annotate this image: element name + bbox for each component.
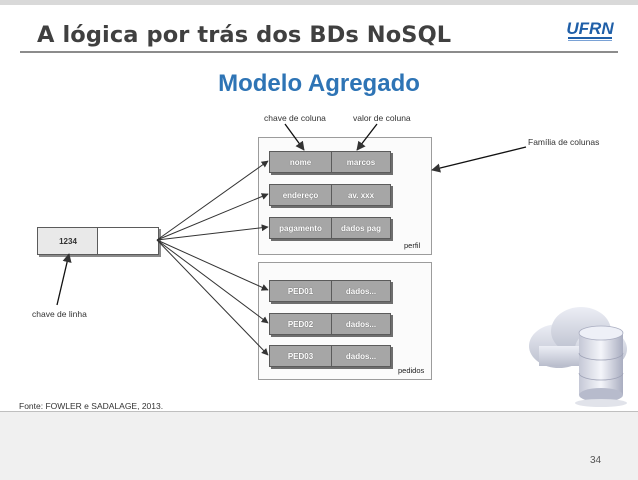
footer-band	[0, 411, 638, 480]
slide-subtitle: Modelo Agregado	[218, 70, 420, 97]
logo-text: UFRN	[566, 19, 614, 38]
row-key-pointer	[56, 253, 72, 306]
column-value-annotation: valor de coluna	[353, 113, 411, 123]
column-family-annotation: Família de colunas	[528, 137, 600, 147]
column-value-cell: dados...	[331, 280, 391, 302]
database-cloud-icon	[519, 291, 637, 411]
row-to-ped01-arrow	[156, 239, 269, 291]
group-label-perfil: perfil	[404, 241, 421, 250]
column-value-cell: av. xxx	[331, 184, 391, 206]
row-to-pagamento-arrow	[156, 224, 269, 241]
top-bar	[0, 0, 638, 5]
source-citation: Fonte: FOWLER e SADALAGE, 2013.	[19, 401, 164, 411]
column-family-pointer	[431, 146, 527, 173]
column-value-cell: dados...	[331, 313, 391, 335]
row-to-endereco-arrow	[156, 193, 269, 241]
page-number: 34	[590, 455, 602, 466]
row-value-cell	[97, 227, 159, 255]
group-label-pedidos: pedidos	[398, 366, 425, 375]
column-value-cell: dados pag	[331, 217, 391, 239]
title-divider	[20, 51, 618, 53]
row-to-nome-arrow	[156, 160, 269, 241]
column-key-pointer	[284, 123, 305, 151]
ufrn-logo: UFRN	[562, 12, 618, 44]
column-key-cell: endereço	[269, 184, 332, 206]
row-key-annotation: chave de linha	[32, 309, 87, 319]
column-value-cell: dados...	[331, 345, 391, 367]
column-value-cell: marcos	[331, 151, 391, 173]
row-to-ped02-arrow	[156, 239, 269, 324]
slide-title: A lógica por trás dos BDs NoSQL	[37, 22, 452, 48]
column-value-pointer	[356, 123, 378, 151]
column-key-cell: pagamento	[269, 217, 332, 239]
row-to-ped03-arrow	[156, 239, 269, 356]
column-key-annotation: chave de coluna	[264, 113, 326, 123]
